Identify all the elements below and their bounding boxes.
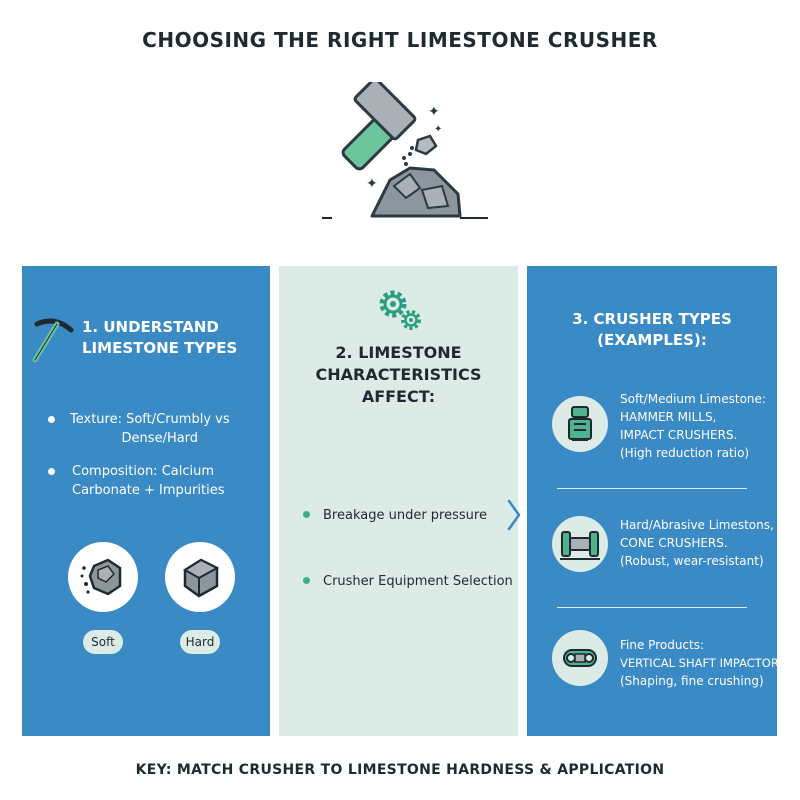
- chevron-right-icon: [507, 499, 521, 531]
- vsi-circle: [552, 630, 608, 686]
- key-footer: KEY: MATCH CRUSHER TO LIMESTONE HARDNESS…: [135, 762, 665, 778]
- crusher-note: (Shaping, fine crushing): [620, 674, 764, 688]
- panel-title-line: CHARACTERISTICS: [315, 365, 482, 384]
- bullet-text: Breakage under pressure: [323, 508, 487, 523]
- pickaxe-icon: [32, 318, 74, 363]
- hammer-rock-icon: ✦ ✦ ✦: [322, 82, 488, 219]
- crusher-note: (Robust, wear-resistant): [620, 554, 764, 568]
- bullet-text: Carbonate + Impurities: [72, 483, 225, 498]
- bullet-dot: [303, 577, 310, 584]
- crusher-name: IMPACT CRUSHERS.: [620, 428, 738, 442]
- crusher-heading: Hard/Abrasive Limestons,: [620, 518, 774, 532]
- panel-title-line: LIMESTONE TYPES: [82, 339, 238, 357]
- bullet-dot: [48, 416, 55, 423]
- soft-rock-icon: [80, 558, 122, 596]
- vsi-icon: [563, 649, 597, 667]
- bullet-text: Texture: Soft/Crumbly vs: [70, 412, 230, 427]
- bullet-text: Crusher Equipment Selection: [323, 574, 513, 589]
- crusher-item-hard: Hard/Abrasive Limestons, CONE CRUSHERS. …: [620, 516, 777, 570]
- crusher-name: VERTICAL SHAFT IMPACTORS (VSI): [620, 656, 800, 670]
- bullet-text: Dense/Hard: [121, 431, 199, 446]
- divider: [557, 607, 747, 608]
- hard-label: Hard: [180, 630, 220, 654]
- crusher-types-panel: 3. CRUSHER TYPES (EXAMPLES): Soft/Medium…: [527, 266, 800, 736]
- characteristics-panel: 2. LIMESTONE CHARACTERISTICS AFFECT: Bre…: [279, 266, 518, 736]
- svg-text:✦: ✦: [434, 124, 442, 135]
- cone-crusher-icon: [560, 531, 600, 560]
- bullet-composition: Composition: Calcium Carbonate + Impurit…: [48, 462, 225, 500]
- crusher-note: (High reduction ratio): [620, 446, 750, 460]
- cone-crusher-circle: [552, 516, 608, 572]
- divider: [557, 488, 747, 489]
- crusher-heading: Fine Products:: [620, 638, 705, 652]
- panel-title-line: 2. LIMESTONE: [335, 343, 462, 362]
- hard-rock-icon: [183, 558, 220, 598]
- panel-title-line: AFFECT:: [361, 387, 436, 406]
- panel-title-line: (EXAMPLES):: [597, 331, 707, 349]
- panel-title-line: 3. CRUSHER TYPES: [572, 310, 732, 328]
- gears-icon: [379, 290, 421, 330]
- bullet-dot: [48, 468, 55, 475]
- bullet-text: Composition: Calcium: [72, 464, 215, 479]
- soft-rock-circle: [68, 542, 138, 612]
- panel-title-crusher-types: 3. CRUSHER TYPES (EXAMPLES):: [527, 309, 777, 351]
- limestone-types-panel: 1. UNDERSTAND LIMESTONE TYPES Texture: S…: [22, 266, 270, 736]
- panel-title-understand: 1. UNDERSTAND LIMESTONE TYPES: [82, 317, 237, 359]
- soft-label: Soft: [83, 630, 123, 654]
- panel-title-line: 1. UNDERSTAND: [82, 318, 219, 336]
- crusher-name: HAMMER MILLS,: [620, 410, 717, 424]
- hammer-mill-circle: [552, 396, 608, 452]
- crusher-item-soft: Soft/Medium Limestone: HAMMER MILLS, IMP…: [620, 390, 777, 462]
- bullet-equipment: Crusher Equipment Selection: [303, 572, 513, 591]
- hard-rock-circle: [165, 542, 235, 612]
- panel-title-characteristics: 2. LIMESTONE CHARACTERISTICS AFFECT:: [279, 342, 518, 408]
- crusher-heading: Soft/Medium Limestone:: [620, 392, 766, 406]
- svg-text:✦: ✦: [428, 104, 440, 120]
- bullet-dot: [303, 511, 310, 518]
- crusher-item-fine: Fine Products: VERTICAL SHAFT IMPACTORS …: [620, 636, 800, 690]
- crusher-name: CONE CRUSHERS.: [620, 536, 728, 550]
- svg-text:✦: ✦: [366, 176, 378, 192]
- page-title: CHOOSING THE RIGHT LIMESTONE CRUSHER: [142, 28, 658, 52]
- hammer-mill-icon: [568, 406, 592, 441]
- bullet-texture: Texture: Soft/Crumbly vs Dense/Hard: [48, 410, 230, 448]
- bullet-breakage: Breakage under pressure: [303, 506, 487, 525]
